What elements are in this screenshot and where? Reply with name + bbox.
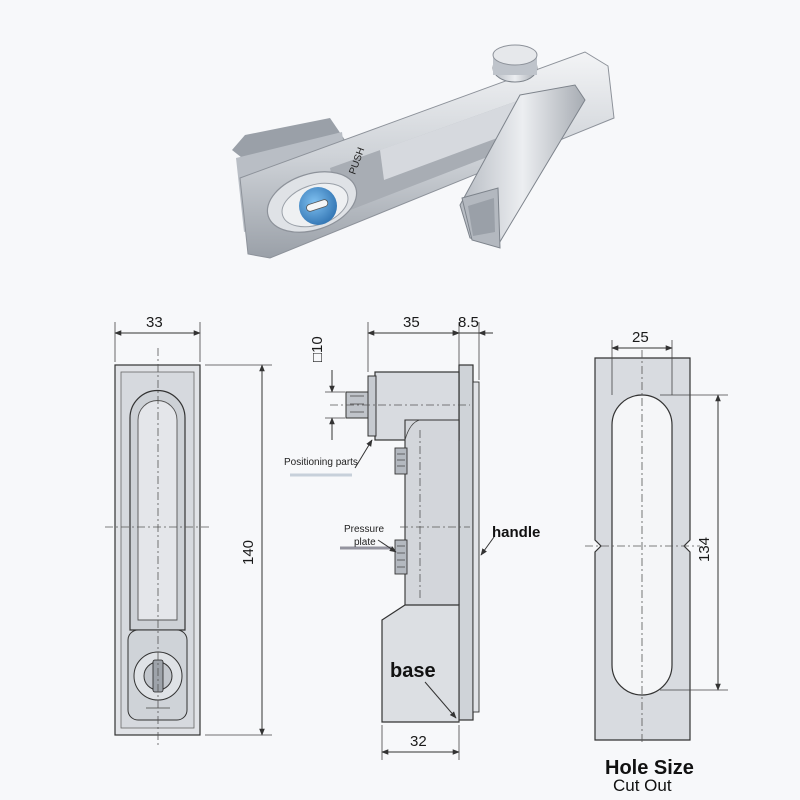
side-view: □10 35 8.5 32 Positioning parts Pressure… [284, 314, 540, 760]
lock-handle-slot [468, 198, 495, 236]
lock-recess-highlight [380, 100, 524, 180]
keyhole-icon [306, 199, 329, 212]
dim-side-depth: 35 [403, 314, 420, 331]
lock-photo: PUSH [232, 44, 615, 259]
side-pressure-block [404, 419, 460, 606]
dim-cutout-height: 134 [696, 537, 713, 562]
side-screw-lower [394, 539, 408, 575]
dim-front-width: 33 [146, 314, 163, 331]
callout-pressure-line2: plate [354, 537, 376, 548]
callout-pressure-line1: Pressure [344, 524, 384, 535]
callout-base: base [390, 660, 436, 682]
dim-side-base: 32 [410, 733, 427, 750]
cutout-title: Hole Size [605, 757, 694, 779]
side-flange [458, 364, 474, 721]
callout-positioning: Positioning parts [284, 457, 358, 468]
cutout-subtitle: Cut Out [613, 776, 672, 795]
front-view: 33 140 [105, 314, 272, 745]
side-handle-face [472, 381, 480, 713]
cutout-view: 25 134 Hole Size Cut Out [585, 329, 728, 795]
dim-cutout-width: 25 [632, 329, 649, 346]
dim-side-square: □10 [309, 336, 326, 362]
side-screw-upper [394, 447, 408, 475]
dim-side-flange: 8.5 [458, 314, 479, 331]
front-handle-inner [137, 400, 178, 621]
lock-cylinder-top [492, 44, 538, 66]
callout-handle: handle [492, 524, 540, 541]
side-cylinder-cap [367, 375, 377, 437]
dim-front-height: 140 [240, 540, 257, 565]
